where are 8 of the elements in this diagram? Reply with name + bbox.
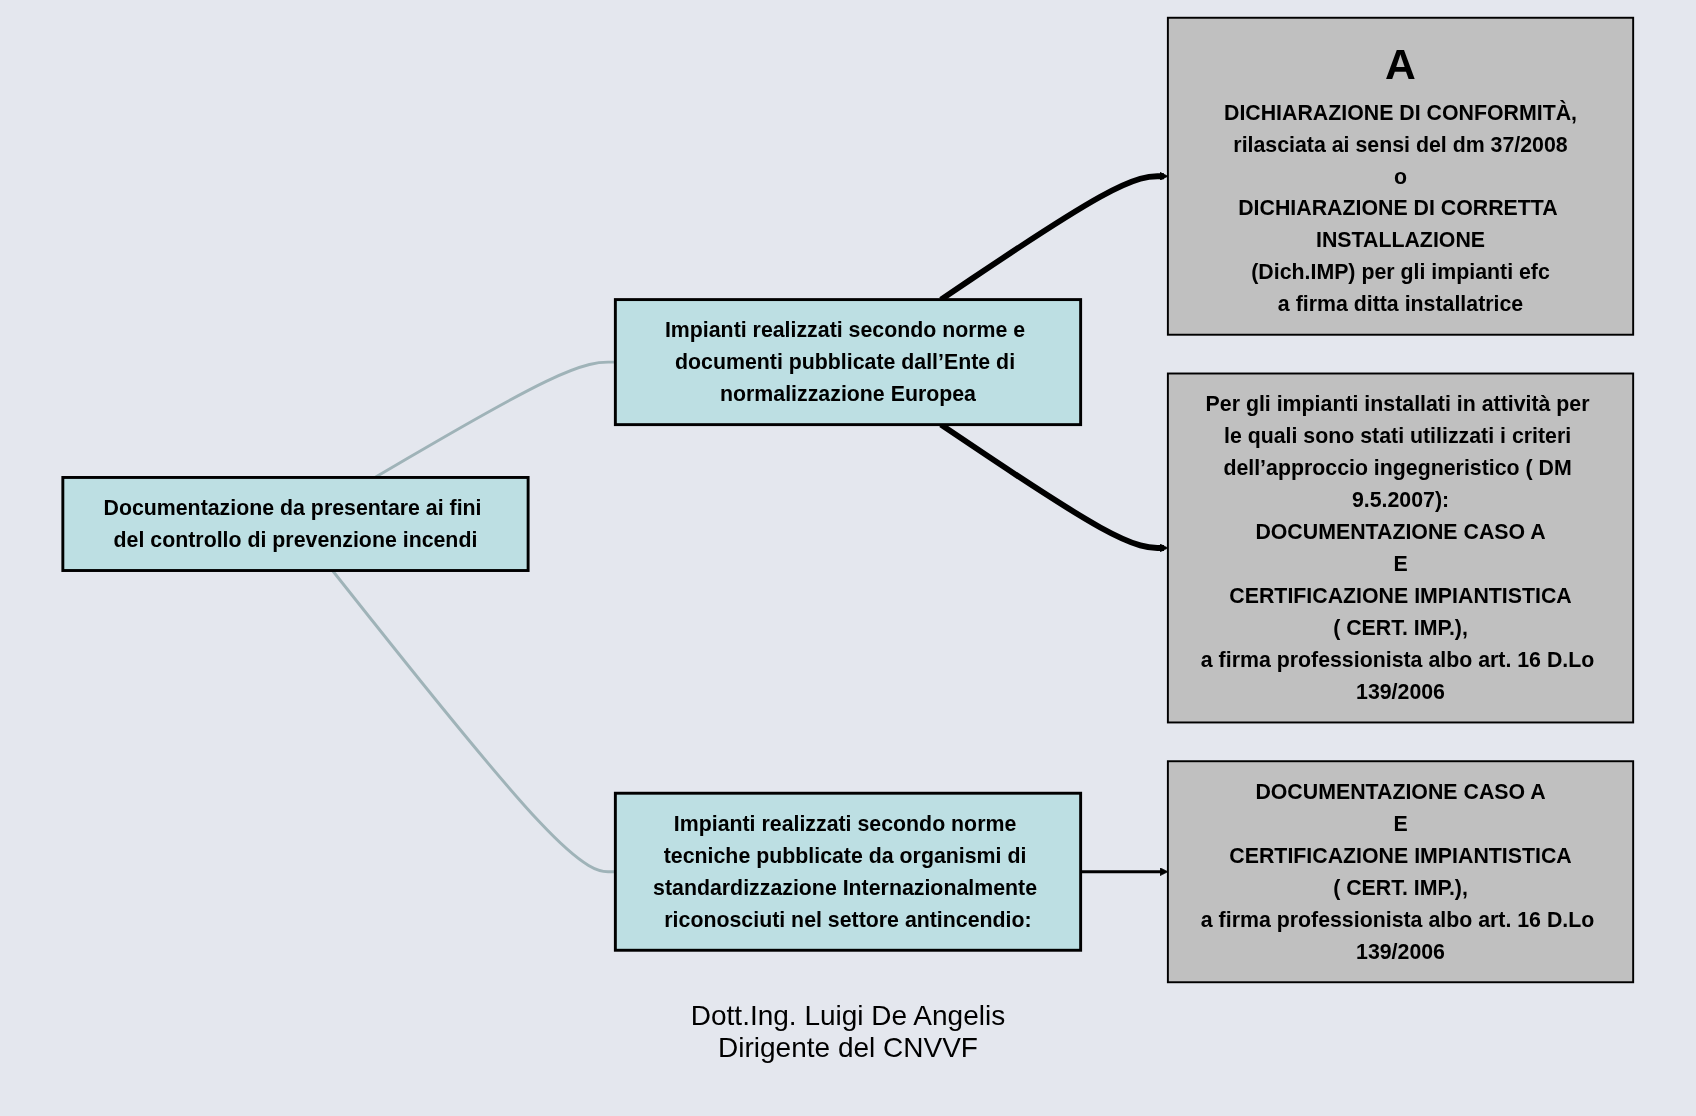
author-note: Dirigente del CNVVF bbox=[718, 1032, 978, 1064]
node-box: Impianti realizzati secondo norme e documenti pubblicate dall’Ente di normalizzazione Europea bbox=[613, 298, 1083, 427]
node-box: DOCUMENTAZIONE CASO A E CERTIFICAZIONE IMPIANTISTICA ( CERT. IMP.), a firma professionista albo art. 16 D.Lo 139/2006 bbox=[1166, 760, 1635, 984]
node-box: Impianti realizzati secondo norme tecniche pubblicate da organismi di standardizzazione Internazionalmente riconosciuti nel settore antincendio: bbox=[613, 791, 1083, 952]
node-box: A DICHIARAZIONE DI CONFORMITÀ, rilasciata ai sensi del dm 37/2008 o DICHIARAZIONE DI CORRETTA INSTALLAZIONE (Dich.IMP) per gli impianti efc a firma ditta installatrice bbox=[1166, 16, 1635, 336]
author-note: Dott.Ing. Luigi De Angelis bbox=[690, 1000, 1006, 1032]
node-box: Documentazione da presentare ai fini del controllo di prevenzione incendi bbox=[61, 476, 530, 572]
node-box: Per gli impianti installati in attività per le quali sono stati utilizzati i criteri dell’approccio ingegneristico ( DM 9.5.2007): DOCUMENTAZIONE CASO A E CERTIFICAZIONE IMPIANTISTICA ( CERT. IMP.), a firma professionista albo art. 16 D.Lo 139/2006 bbox=[1166, 372, 1635, 724]
